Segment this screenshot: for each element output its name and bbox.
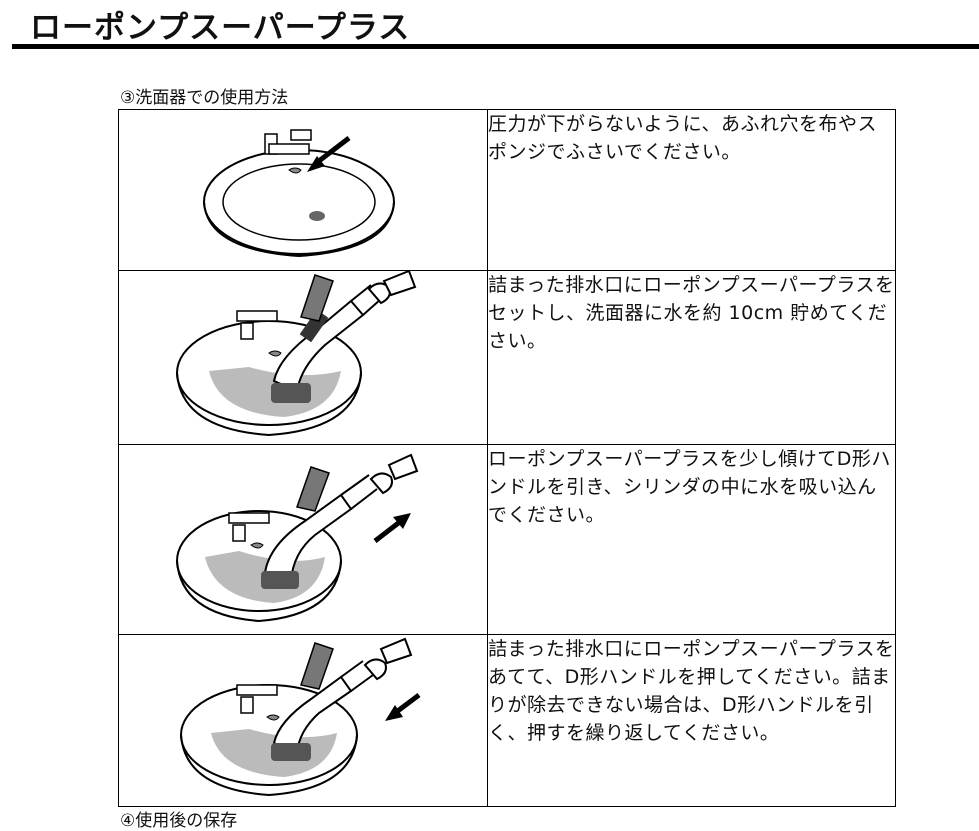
step-4-text: 詰まった排水口にローポンプスーパープラスをあてて、D形ハンドルを押してください。… [487, 634, 896, 807]
step-row-2: 詰まった排水口にローポンプスーパープラスをセットし、洗面器に水を約 10cm 貯… [118, 270, 896, 445]
step-2-illustration [118, 270, 488, 445]
step-1-illustration [118, 109, 488, 271]
title-underline [12, 44, 979, 49]
step-4-illustration [118, 634, 488, 807]
sink-overflow-icon [203, 129, 395, 258]
step-row-3: ローポンプスーパープラスを少し傾けてD形ハンドルを引き、シリンダの中に水を吸い込… [118, 444, 896, 635]
next-section-heading: ④使用後の保存 [120, 811, 238, 831]
step-3-text: ローポンプスーパープラスを少し傾けてD形ハンドルを引き、シリンダの中に水を吸い込… [487, 444, 896, 635]
plunger-pull-icon [176, 453, 419, 623]
step-3-illustration [118, 444, 488, 635]
steps-table: 圧力が下がらないように、あふれ穴を布やスポンジでふさいでください。 詰まった排水… [118, 109, 896, 807]
plunger-in-sink-icon [176, 271, 417, 437]
document-title: ローポンプスーパープラス [30, 10, 411, 46]
step-row-1: 圧力が下がらないように、あふれ穴を布やスポンジでふさいでください。 [118, 109, 896, 271]
step-2-text: 詰まった排水口にローポンプスーパープラスをセットし、洗面器に水を約 10cm 貯… [487, 270, 896, 445]
step-1-text: 圧力が下がらないように、あふれ穴を布やスポンジでふさいでください。 [487, 109, 896, 271]
plunger-push-icon [180, 637, 421, 797]
step-row-4: 詰まった排水口にローポンプスーパープラスをあてて、D形ハンドルを押してください。… [118, 634, 896, 807]
section-heading: ③洗面器での使用方法 [120, 88, 289, 108]
